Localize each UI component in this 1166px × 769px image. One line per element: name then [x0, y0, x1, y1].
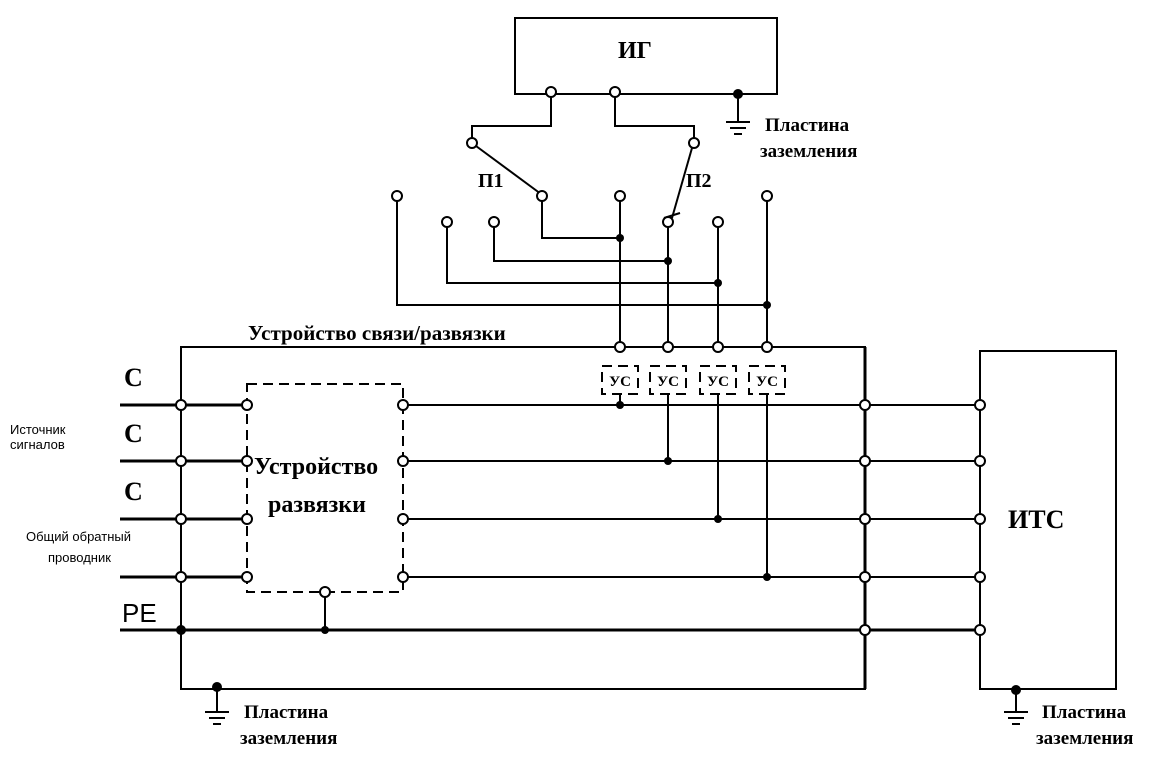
- ground-label-cdn-line2: заземления: [240, 728, 337, 749]
- switch-contact: [441, 216, 453, 228]
- terminal: [175, 455, 187, 467]
- coupler-input-terminal: [712, 341, 724, 353]
- signal-source-label-line1: Источник: [10, 422, 66, 437]
- line-label-c1: C: [124, 363, 143, 392]
- switch-contact: [614, 190, 626, 202]
- coupler-input-terminal: [662, 341, 674, 353]
- ground-label-ites-line2: заземления: [1036, 728, 1133, 749]
- line-label-c2: C: [124, 419, 143, 448]
- generator-terminal-2: [609, 86, 621, 98]
- ground-symbol-ites: [1004, 711, 1028, 725]
- switch-p1-arm: [475, 145, 542, 195]
- line-label-c3: C: [124, 477, 143, 506]
- decoupling-label-line1: Устройство: [254, 454, 378, 480]
- terminal: [175, 571, 187, 583]
- junction-dot: [763, 301, 771, 309]
- switch-p1-common: [466, 137, 478, 149]
- coupler-1: УС: [601, 365, 639, 395]
- coupler-3: УС: [699, 365, 737, 395]
- svg-text:УС: УС: [609, 374, 631, 390]
- coupler-4: УС: [748, 365, 786, 395]
- junction-dot: [616, 401, 624, 409]
- switch-p2-arm: [671, 147, 693, 219]
- generator-block: [514, 17, 778, 95]
- junction-dot: [664, 257, 672, 265]
- coupling-decoupling-label: Устройство связи/развязки: [248, 321, 506, 345]
- terminal: [175, 399, 187, 411]
- switch-contact: [391, 190, 403, 202]
- switch-contact: [662, 216, 674, 228]
- decoupling-pe-terminal: [319, 586, 331, 598]
- common-return-label-line2: проводник: [48, 550, 111, 565]
- generator-ground-node: [733, 89, 743, 99]
- pe-junction: [176, 625, 186, 635]
- ground-node-cdn: [212, 682, 222, 692]
- switch-contact: [761, 190, 773, 202]
- terminal: [175, 513, 187, 525]
- junction-dot: [763, 573, 771, 581]
- junction-dot: [616, 234, 624, 242]
- switch-p1-label: П1: [478, 170, 504, 192]
- switch-contact: [536, 190, 548, 202]
- junction-dot: [714, 515, 722, 523]
- common-return-label-line1: Общий обратный: [26, 529, 131, 544]
- coupler-2: УС: [649, 365, 687, 395]
- generator-terminal-1: [545, 86, 557, 98]
- ground-node-ites: [1011, 685, 1021, 695]
- ground-symbol-generator: [726, 121, 750, 135]
- switch-p2-label: П2: [686, 170, 712, 192]
- ground-label-generator-line1: Пластина: [765, 115, 850, 136]
- ground-symbol-cdn: [205, 711, 229, 725]
- switch-contact: [488, 216, 500, 228]
- generator-label: ИГ: [618, 38, 652, 64]
- junction-dot: [664, 457, 672, 465]
- junction-dot: [714, 279, 722, 287]
- line-label-pe: PE: [122, 598, 157, 628]
- coupler-input-terminal: [761, 341, 773, 353]
- svg-text:УС: УС: [657, 374, 679, 390]
- decoupling-label-line2: развязки: [268, 492, 366, 518]
- svg-text:УС: УС: [756, 374, 778, 390]
- coupler-input-terminal: [614, 341, 626, 353]
- svg-text:УС: УС: [707, 374, 729, 390]
- pe-junction: [321, 626, 329, 634]
- ground-label-generator-line2: заземления: [760, 141, 857, 162]
- signal-source-label-line2: сигналов: [10, 437, 65, 452]
- switch-contact: [712, 216, 724, 228]
- switch-p2-common: [688, 137, 700, 149]
- ites-label: ИТС: [1008, 505, 1064, 534]
- ground-label-ites-line1: Пластина: [1042, 702, 1127, 723]
- decoupling-block: [246, 383, 404, 593]
- ground-label-cdn-line1: Пластина: [244, 702, 329, 723]
